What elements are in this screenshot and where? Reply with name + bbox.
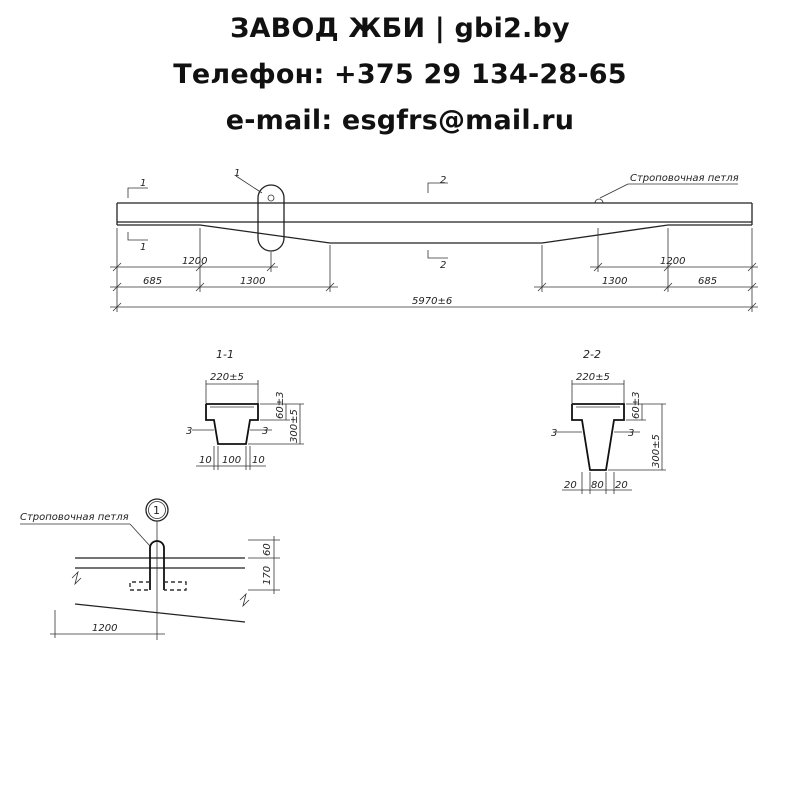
detail-callout-number: 1 bbox=[153, 504, 160, 517]
section-2-top-height: 60±3 bbox=[631, 392, 642, 419]
callout-leader bbox=[235, 175, 263, 194]
detail-lifting-loop-label: Строповочная петля bbox=[20, 512, 129, 523]
dim-right-685: 685 bbox=[698, 276, 717, 287]
section-2-profile bbox=[571, 403, 625, 471]
section-1-bottom-right: 10 bbox=[252, 455, 265, 466]
header-phone: Телефон: +375 29 134-28-65 bbox=[173, 59, 627, 90]
section-2-bottom-left: 20 bbox=[564, 480, 577, 491]
section-2-offset-left: 3 bbox=[551, 428, 557, 439]
section-2-bottom-mid: 80 bbox=[591, 480, 604, 491]
detail-dim-1200: 1200 bbox=[92, 623, 117, 634]
section-2-width: 220±5 bbox=[576, 372, 610, 383]
dim-left-685: 685 bbox=[143, 276, 162, 287]
section-1-title: 1-1 bbox=[216, 348, 234, 361]
section-2-title: 2-2 bbox=[583, 348, 601, 361]
section-2-offset-right: 3 bbox=[628, 428, 634, 439]
beam-bottom-profile bbox=[117, 224, 752, 244]
section-1-total-height: 300±5 bbox=[289, 409, 300, 443]
header-email: e-mail: esgfrs@mail.ru bbox=[225, 105, 575, 136]
break-mark-left-icon bbox=[71, 570, 82, 586]
section-2-total-height: 300±5 bbox=[651, 434, 662, 468]
dim-right-1200: 1200 bbox=[660, 256, 685, 267]
dim-left-1200: 1200 bbox=[182, 256, 207, 267]
lifting-loop-icon bbox=[594, 198, 604, 204]
section-mark-1-bottom bbox=[127, 232, 148, 241]
section-1-bottom-left: 10 bbox=[199, 455, 212, 466]
section-2-2: 2-2 220±5 3 3 60±3 300±5 20 80 20 bbox=[551, 348, 666, 494]
lifting-loop-label: Строповочная петля bbox=[630, 173, 739, 184]
section-1-1: 1-1 220±5 3 3 60±3 300±5 10 100 10 bbox=[186, 348, 304, 470]
beam-elevation: 1 Строповочная петля 1 1 2 2 1200 1200 bbox=[110, 168, 758, 312]
section-mark-2-label-top: 2 bbox=[440, 175, 446, 186]
section-mark-1-top bbox=[127, 187, 148, 198]
header-title: ЗАВОД ЖБИ | gbi2.by bbox=[230, 13, 570, 44]
section-1-offset-left: 3 bbox=[186, 426, 192, 437]
section-mark-1-label-bottom: 1 bbox=[140, 242, 146, 253]
lifting-loop-slot bbox=[257, 184, 285, 252]
section-1-bottom-mid: 100 bbox=[222, 455, 241, 466]
section-1-top-height: 60±3 bbox=[275, 392, 286, 419]
dim-total-length: 5970±6 bbox=[412, 296, 452, 307]
section-1-offset-right: 3 bbox=[262, 426, 268, 437]
detail-dim-170: 170 bbox=[262, 566, 273, 585]
detail-lifting-loop-icon bbox=[149, 540, 165, 590]
header-contacts: ЗАВОД ЖБИ | gbi2.by Телефон: +375 29 134… bbox=[0, 6, 800, 144]
section-mark-1-label-top: 1 bbox=[140, 178, 146, 189]
break-mark-right-icon bbox=[239, 592, 250, 608]
section-mark-2-top bbox=[427, 182, 448, 193]
detail-bottom-edge bbox=[74, 603, 246, 623]
dim-right-1300: 1300 bbox=[602, 276, 627, 287]
section-1-width: 220±5 bbox=[210, 372, 244, 383]
loop-leader bbox=[599, 183, 629, 199]
callout-number: 1 bbox=[234, 168, 240, 179]
detail-dim-60: 60 bbox=[262, 543, 273, 556]
section-2-bottom-right: 20 bbox=[615, 480, 628, 491]
section-mark-2-bottom bbox=[427, 250, 448, 259]
loop-hole-icon bbox=[267, 194, 275, 202]
detail-1: 1 Строповочная петля 60 170 1200 bbox=[20, 498, 280, 640]
section-1-profile bbox=[205, 403, 259, 445]
dim-left-1300: 1300 bbox=[240, 276, 265, 287]
section-mark-2-label-bottom: 2 bbox=[440, 260, 446, 271]
